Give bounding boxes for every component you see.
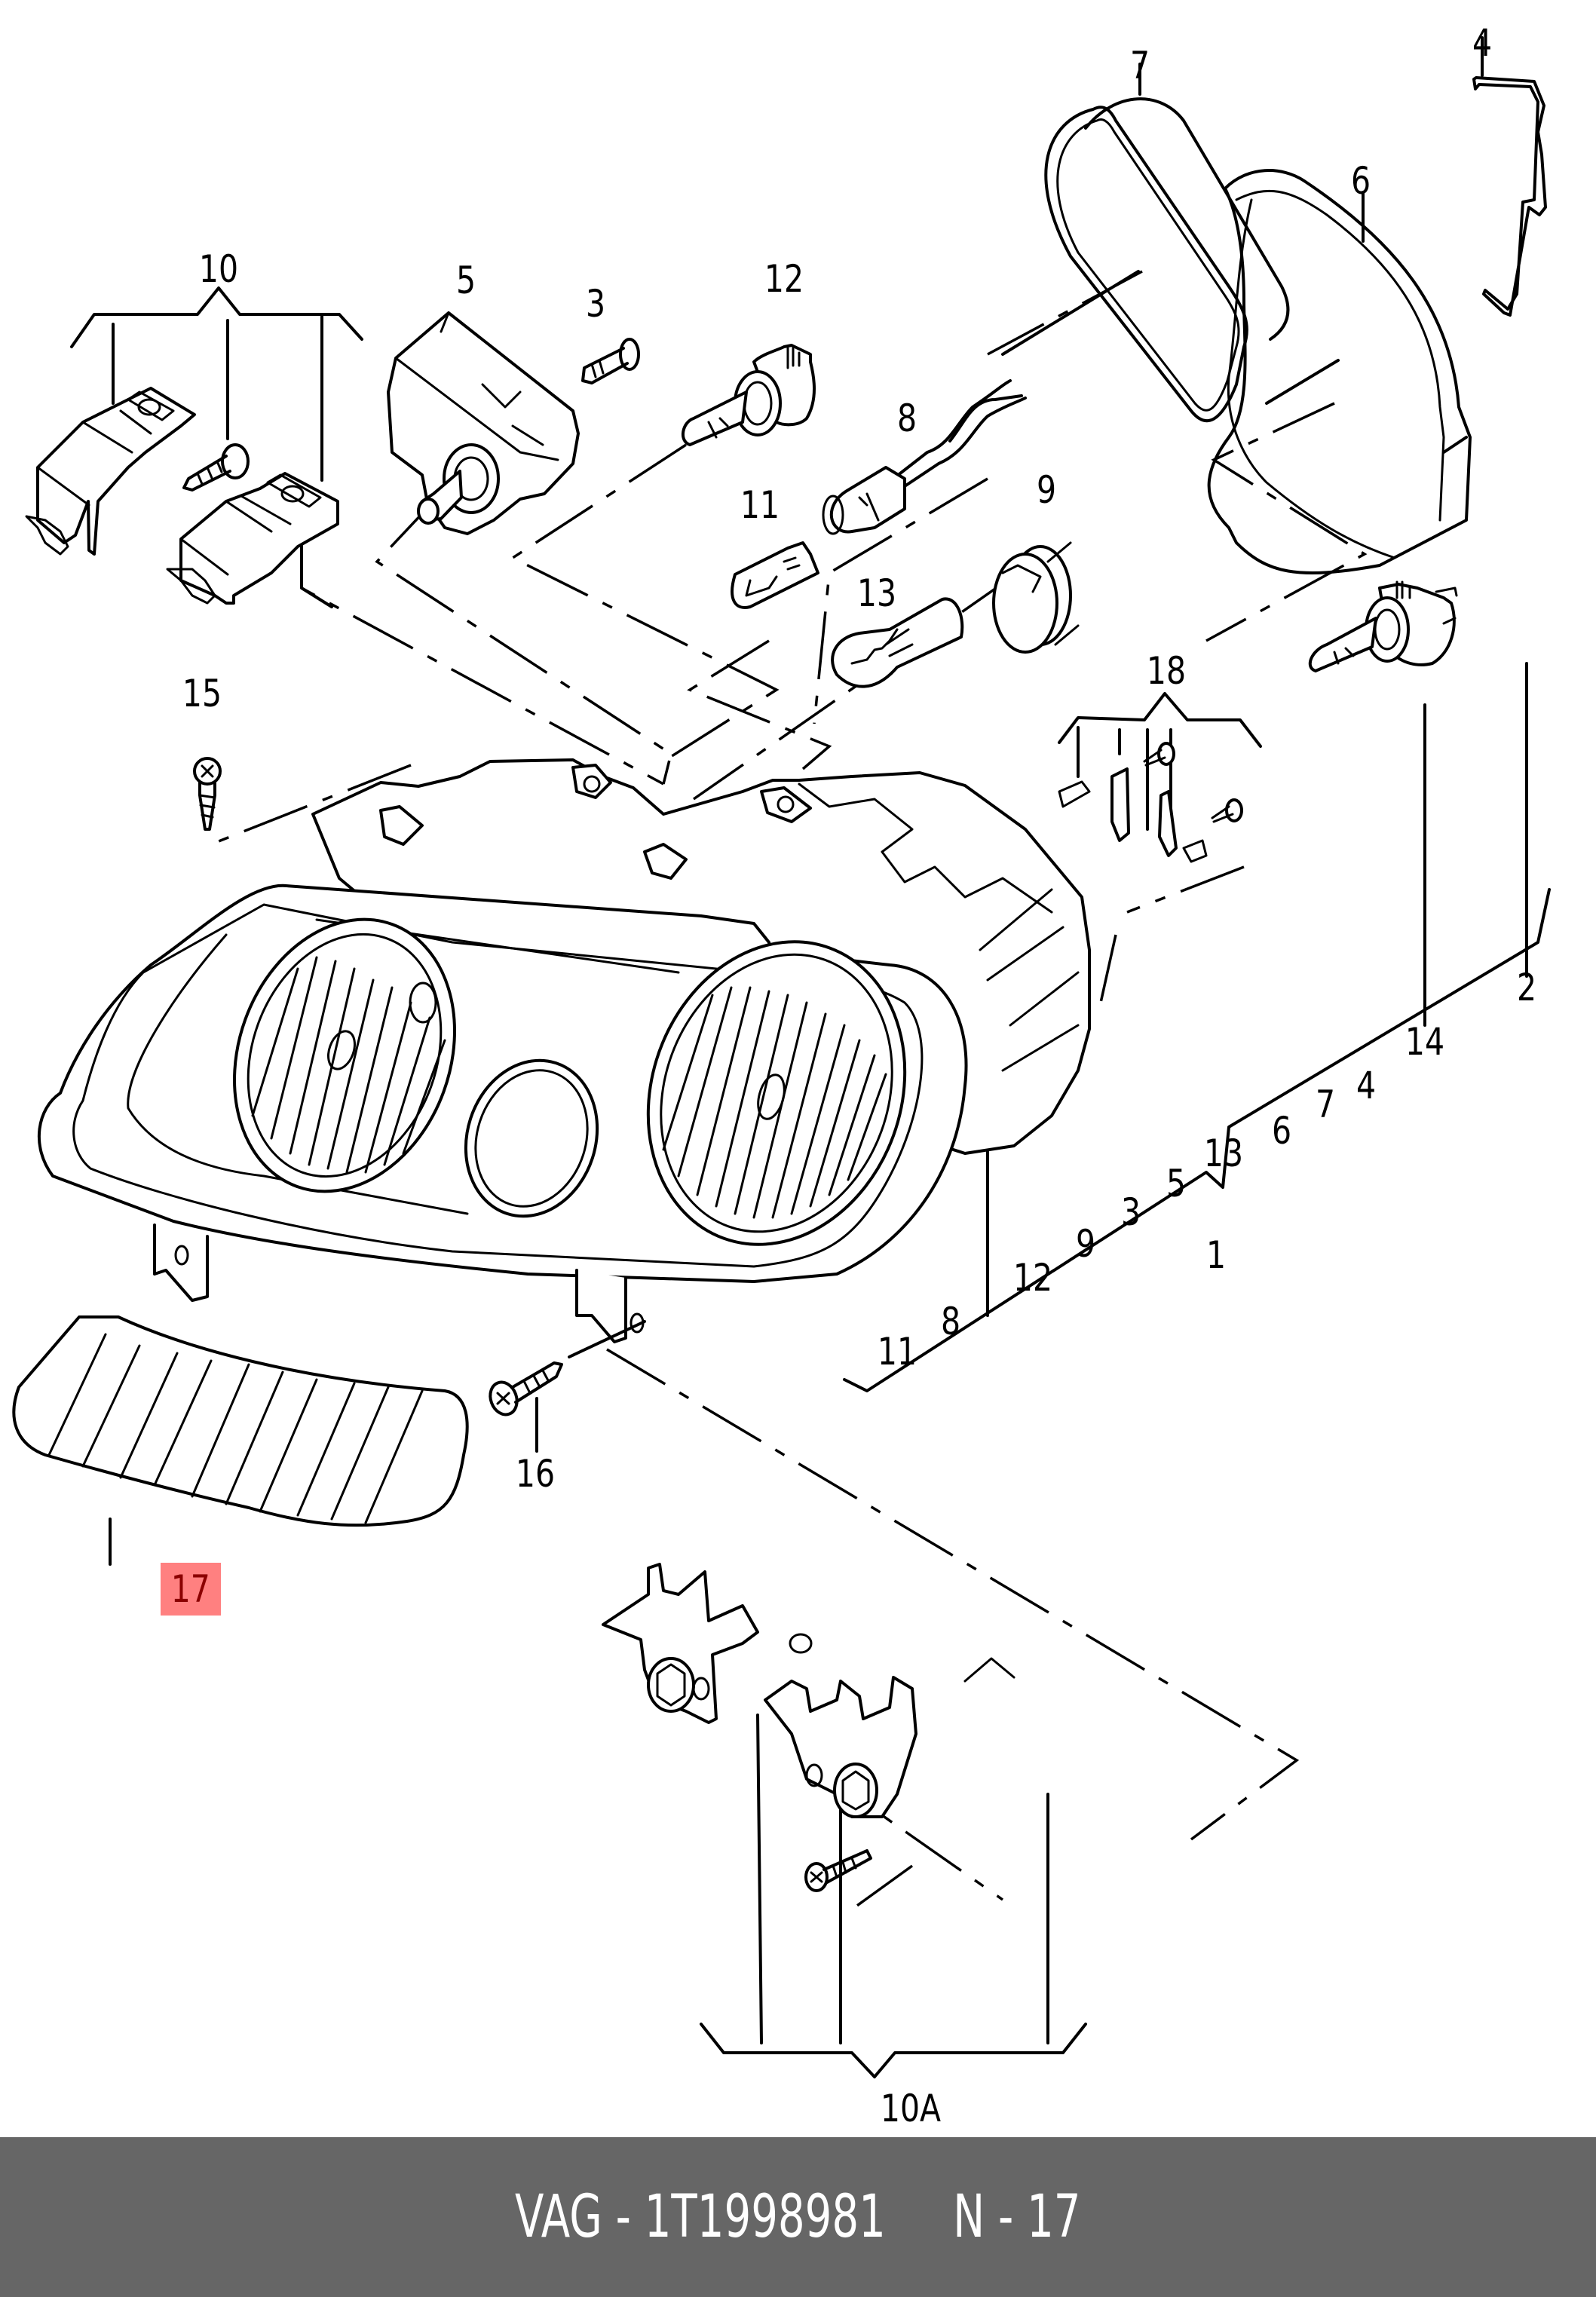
adjuster-clip-18	[1058, 742, 1243, 863]
group-label-3: 3	[1120, 1190, 1141, 1234]
callout-3[interactable]: 3	[585, 282, 606, 326]
parts-diagram: 4 7 6 10 5 3 12 8 11 9 13 18 15 2 14 4 7…	[12, 21, 1551, 2130]
headlight-housing-1	[37, 758, 1091, 1343]
bracket-10a-right	[764, 1657, 1015, 1818]
part-number-footer: VAG - 1T1998981 N - 17	[0, 2137, 1596, 2297]
group-label-11: 11	[877, 1330, 917, 1374]
callout-2[interactable]: 2	[1516, 966, 1537, 1009]
wedge-bulb-11	[731, 541, 819, 609]
callout-17-highlighted[interactable]: 17	[161, 1563, 221, 1616]
callout-10a[interactable]: 10A	[880, 2087, 942, 2130]
group-label-4: 4	[1356, 1064, 1377, 1107]
screw-15	[193, 757, 222, 831]
holder-10-right	[166, 472, 339, 605]
bulb-socket-8	[822, 379, 1027, 535]
group-label-9: 9	[1075, 1222, 1096, 1266]
screw-10a	[804, 1849, 872, 1892]
callout-7[interactable]: 7	[1129, 44, 1150, 87]
callout-14[interactable]: 14	[1405, 1020, 1445, 1064]
indicator-bulb-13	[831, 597, 964, 688]
callout-12[interactable]: 12	[764, 257, 804, 301]
level-motor-5	[387, 311, 580, 535]
group-label-6: 6	[1271, 1109, 1292, 1153]
group-label-5: 5	[1166, 1162, 1187, 1205]
seal-ring-7	[1001, 97, 1290, 423]
callout-16[interactable]: 16	[515, 1452, 556, 1496]
bracket-10a-left	[602, 1563, 813, 1724]
screw-3	[581, 338, 640, 384]
callout-5[interactable]: 5	[455, 259, 476, 302]
callout-17-label: 17	[170, 1567, 211, 1611]
callout-4[interactable]: 4	[1472, 21, 1493, 65]
footer-part-label: VAG - 1T1998981 N - 17	[515, 2183, 1081, 2251]
callout-15[interactable]: 15	[182, 672, 222, 715]
screw-16	[489, 1320, 646, 1453]
bulb-holder-9	[992, 541, 1080, 654]
cover-cap-6	[1207, 169, 1472, 574]
screw-10	[182, 443, 250, 492]
callout-8[interactable]: 8	[896, 397, 917, 440]
group-label-12: 12	[1012, 1256, 1053, 1300]
callout-9[interactable]: 9	[1036, 468, 1057, 512]
callout-1[interactable]: 1	[1205, 1233, 1227, 1277]
callout-6[interactable]: 6	[1350, 159, 1371, 203]
group-label-7: 7	[1315, 1083, 1336, 1126]
lens-17	[12, 1315, 469, 1566]
callout-11[interactable]: 11	[740, 483, 780, 527]
holder-10-left	[25, 387, 196, 556]
callout-10[interactable]: 10	[198, 247, 239, 291]
halogen-bulb-12	[682, 344, 816, 446]
retaining-clip-4	[1472, 36, 1547, 317]
group-label-13: 13	[1203, 1132, 1244, 1175]
group-label-8: 8	[940, 1300, 961, 1343]
diagram-drawing	[12, 36, 1551, 2078]
leader-group-1	[843, 662, 1551, 1392]
bracket-18	[1058, 692, 1262, 831]
bracket-10	[70, 286, 363, 608]
halogen-bulb-14	[1308, 580, 1458, 672]
callout-18[interactable]: 18	[1146, 649, 1187, 693]
callout-13[interactable]: 13	[856, 571, 897, 615]
